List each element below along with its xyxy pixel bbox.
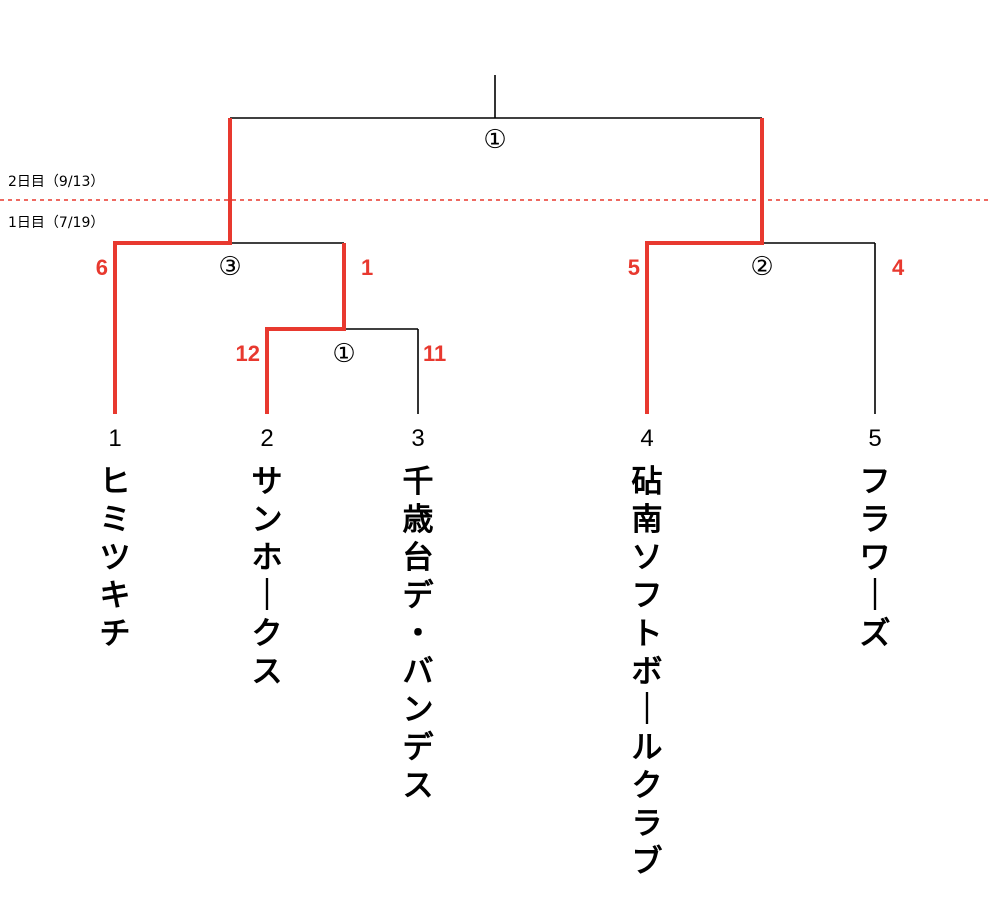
match3-left-score: 6 (96, 255, 108, 280)
team3-seed: 3 (411, 425, 424, 452)
team3-name: 千歳台デ・バンデス (403, 464, 435, 804)
team1-seed: 1 (108, 425, 121, 452)
winner-path-team4 (645, 118, 764, 414)
match2-right-score: 4 (892, 255, 905, 280)
match1-right-score: 11 (423, 341, 446, 366)
team5-name: フラワ｜ズ (860, 464, 891, 652)
day1-label: 1日目（7/19） (8, 215, 104, 231)
team2-name: サンホ｜クス (252, 464, 283, 690)
match2-number: ② (750, 252, 773, 282)
team4-seed: 4 (640, 425, 653, 452)
team5-seed: 5 (868, 425, 881, 452)
winner-path-team1 (113, 118, 232, 414)
match1-number: ① (332, 339, 355, 369)
team2-seed: 2 (260, 425, 273, 452)
winner-path-team2 (265, 243, 346, 414)
match2-left-score: 5 (628, 255, 640, 280)
match3-right-score: 1 (361, 255, 373, 280)
team1-name: ヒミツキチ (100, 464, 131, 652)
final-match-number: ① (483, 125, 506, 155)
team4-name: 砧南ソフトボ｜ルクラブ (632, 464, 663, 880)
day2-label: 2日目（9/13） (8, 174, 104, 190)
match3-number: ③ (218, 252, 241, 282)
match1-left-score: 12 (236, 341, 260, 366)
